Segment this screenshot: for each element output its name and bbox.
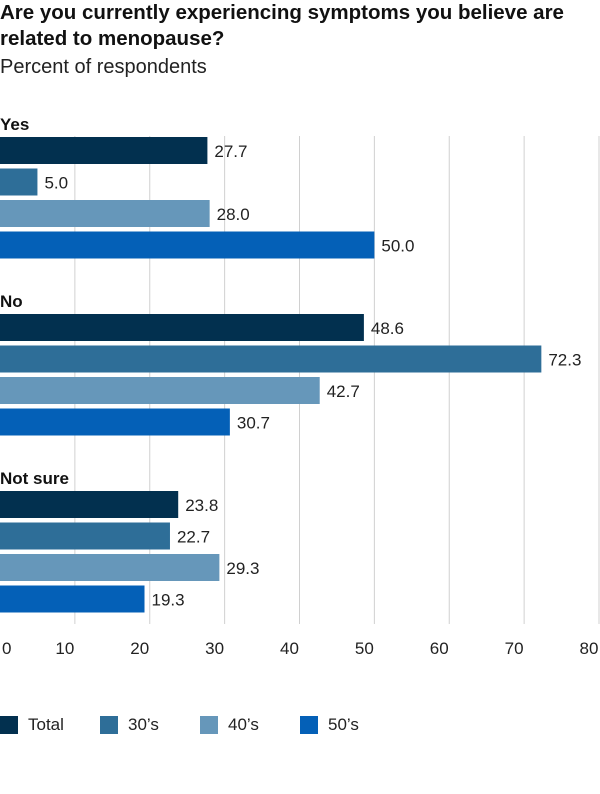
data-label-not-sure-total: 23.8 (185, 496, 218, 515)
legend-item-40s: 40’s (200, 713, 259, 737)
data-label-yes-total: 27.7 (214, 142, 247, 161)
x-tick-label-70: 70 (505, 639, 524, 658)
chart-title: Are you currently experiencing symptoms … (0, 1, 564, 50)
bar-no-50-s (0, 408, 230, 436)
legend-item-total: Total (0, 713, 64, 737)
bar-yes-30-s (0, 168, 38, 196)
bar-not-sure-30-s (0, 522, 170, 550)
bar-yes-50-s (0, 231, 375, 259)
bar-not-sure-total (0, 491, 179, 518)
bar-yes-40-s (0, 200, 210, 227)
legend-label-50s: 50’s (328, 715, 359, 734)
data-label-no-50-s: 30.7 (237, 414, 270, 433)
legend-label-40s: 40’s (228, 715, 259, 734)
data-label-yes-50-s: 50.0 (381, 237, 414, 256)
legend-swatch-40s (200, 716, 218, 734)
x-tick-label-80: 80 (580, 639, 599, 658)
chart-legend: Total 30’s 40’s 50’s (0, 713, 600, 737)
category-label-yes: Yes (0, 115, 29, 134)
legend-swatch-50s (300, 716, 318, 734)
x-tick-label-60: 60 (430, 639, 449, 658)
category-label-not-sure: Not sure (0, 469, 69, 488)
x-tick-label-30: 30 (205, 639, 224, 658)
x-tick-label-10: 10 (55, 639, 74, 658)
data-label-no-30-s: 72.3 (548, 351, 581, 370)
chart-subtitle: Percent of respondents (0, 56, 207, 78)
bar-chart: 0 10 20 30 40 50 60 70 80 Yes 27.7 5.0 28.0 50.0No 48.… (0, 115, 600, 658)
category-label-no: No (0, 292, 23, 311)
bar-no-40-s (0, 377, 320, 404)
legend-item-50s: 50’s (300, 713, 359, 737)
x-tick-label-50: 50 (355, 639, 374, 658)
data-label-no-total: 48.6 (371, 319, 404, 338)
legend-swatch-total (0, 716, 18, 734)
data-label-yes-30-s: 5.0 (44, 174, 68, 193)
x-tick-label-0: 0 (2, 639, 11, 658)
bar-yes-total (0, 137, 208, 164)
data-label-not-sure-40-s: 29.3 (226, 559, 259, 578)
data-label-not-sure-30-s: 22.7 (177, 528, 210, 547)
x-tick-label-20: 20 (130, 639, 149, 658)
data-label-yes-40-s: 28.0 (217, 205, 250, 224)
data-label-no-40-s: 42.7 (327, 382, 360, 401)
data-label-not-sure-50-s: 19.3 (152, 591, 185, 610)
legend-swatch-30s (100, 716, 118, 734)
bar-not-sure-40-s (0, 554, 220, 581)
x-tick-label-40: 40 (280, 639, 299, 658)
bar-no-total (0, 314, 364, 341)
legend-item-30s: 30’s (100, 713, 159, 737)
bar-no-30-s (0, 345, 542, 373)
legend-label-30s: 30’s (128, 715, 159, 734)
bar-not-sure-50-s (0, 585, 145, 613)
legend-label-total: Total (28, 715, 64, 734)
